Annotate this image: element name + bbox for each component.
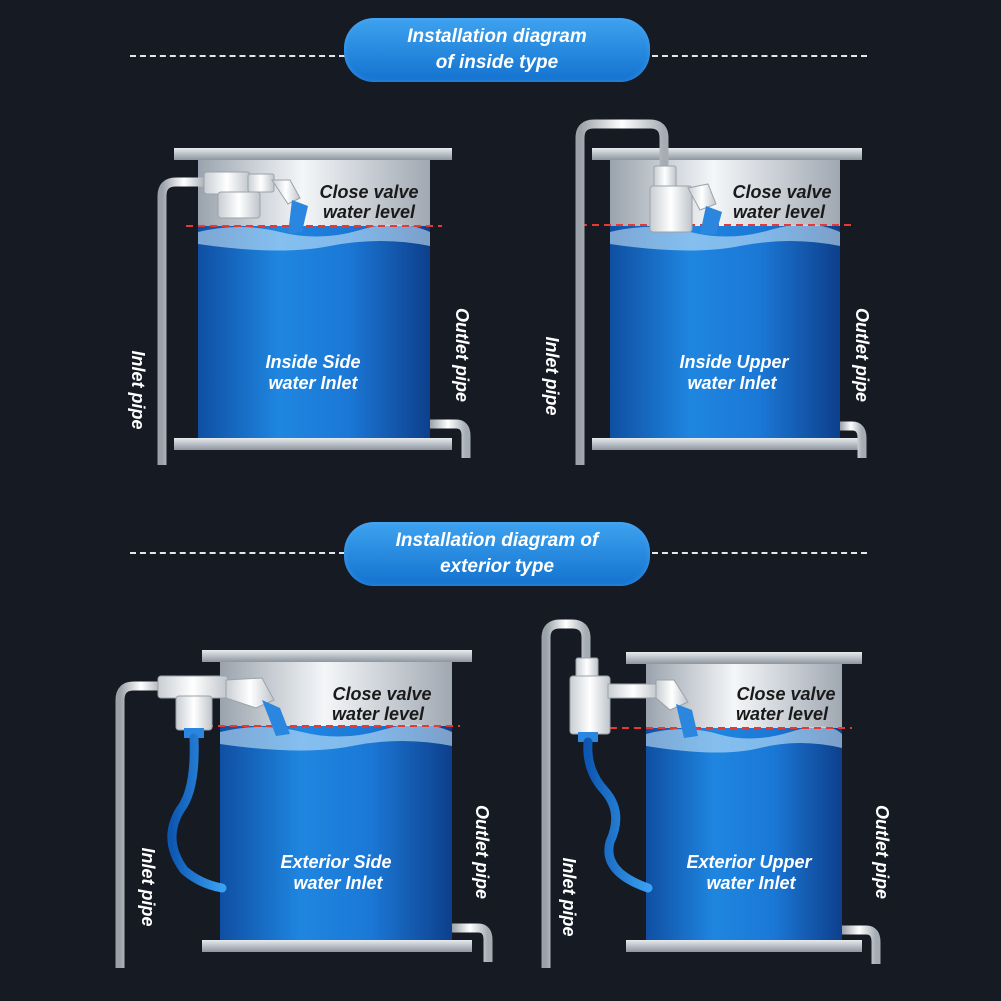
inlet-pipe [575, 119, 669, 465]
section-title-line1: Installation diagram of [395, 530, 599, 551]
outlet-pipe-label: Outlet pipe [852, 308, 872, 402]
valve-label-line2: water level [332, 704, 425, 724]
tank-bottom-rim [202, 940, 472, 952]
section-title-inside: Installation diagram of inside type [344, 18, 650, 82]
valve-label-line1: Close valve [319, 182, 418, 202]
center-label-line2: water Inlet [268, 373, 358, 393]
valve-label-line1: Close valve [736, 684, 835, 704]
diagram-inside-side: Close valve water level Inside Side wate… [128, 148, 472, 465]
center-label-line1: Exterior Side [280, 852, 391, 872]
water-jet [676, 704, 698, 738]
center-label-line2: water Inlet [687, 373, 777, 393]
valve-label-line2: water level [736, 704, 829, 724]
center-label-line1: Inside Side [265, 352, 360, 372]
water-jet [262, 700, 290, 736]
section-divider-left [130, 552, 345, 554]
section-title-exterior: Installation diagram of exterior type [344, 522, 650, 586]
tank-air [610, 160, 840, 226]
section-divider-right [652, 55, 867, 57]
inlet-pipe-label: Inlet pipe [559, 857, 579, 936]
tank-top-rim [174, 148, 452, 160]
float-valve [203, 171, 301, 219]
tank-bottom-rim [626, 940, 862, 952]
outlet-pipe [842, 925, 881, 964]
inlet-pipe [541, 619, 591, 968]
section-title-line2: of inside type [435, 52, 559, 73]
inlet-pipe-label: Inlet pipe [128, 350, 148, 429]
connecting-hose [583, 737, 653, 893]
outlet-pipe [430, 419, 471, 458]
outlet-pipe-label: Outlet pipe [452, 308, 472, 402]
float-valve [157, 675, 275, 738]
valve-label-line2: water level [733, 202, 826, 222]
tank-bottom-rim [592, 438, 862, 450]
water-jet [700, 206, 722, 234]
inlet-pipe [115, 681, 162, 968]
outlet-pipe [840, 421, 867, 458]
section-divider-right [652, 552, 867, 554]
water-surface-wave [198, 224, 430, 251]
section-title-line1: Installation diagram [407, 26, 587, 47]
valve-label-line1: Close valve [332, 684, 431, 704]
tank-top-rim [202, 650, 472, 662]
inlet-pipe [157, 177, 206, 465]
section-divider-left [130, 55, 345, 57]
tank-water [220, 726, 452, 942]
diagram-exterior-side: Close valve water level Exterior Side wa… [115, 650, 493, 968]
valve-label-line2: water level [323, 202, 416, 222]
tank-water [610, 226, 840, 440]
outlet-pipe [452, 923, 493, 962]
tank-water [646, 728, 842, 942]
tank-top-rim [626, 652, 862, 664]
diagram-exterior-upper: Close valve water level Exterior Upper w… [541, 619, 892, 968]
diagram-inside-upper: Close valve water level Inside Upper wat… [542, 119, 872, 465]
float-valve [649, 165, 717, 233]
valve-label-line1: Close valve [732, 182, 831, 202]
inlet-pipe-label: Inlet pipe [138, 847, 158, 926]
center-label-line2: water Inlet [293, 873, 383, 893]
center-label-line1: Inside Upper [679, 352, 789, 372]
tank-water [198, 226, 430, 440]
connecting-hose [167, 733, 227, 893]
tank-top-rim [592, 148, 862, 160]
tank-bottom-rim [174, 438, 452, 450]
outlet-pipe-label: Outlet pipe [872, 805, 892, 899]
water-jet [288, 200, 308, 234]
center-label-line1: Exterior Upper [686, 852, 812, 872]
inlet-pipe-label: Inlet pipe [542, 336, 562, 415]
section-title-line2: exterior type [439, 556, 555, 577]
center-label-line2: water Inlet [706, 873, 796, 893]
float-valve [569, 657, 689, 742]
outlet-pipe-label: Outlet pipe [472, 805, 492, 899]
